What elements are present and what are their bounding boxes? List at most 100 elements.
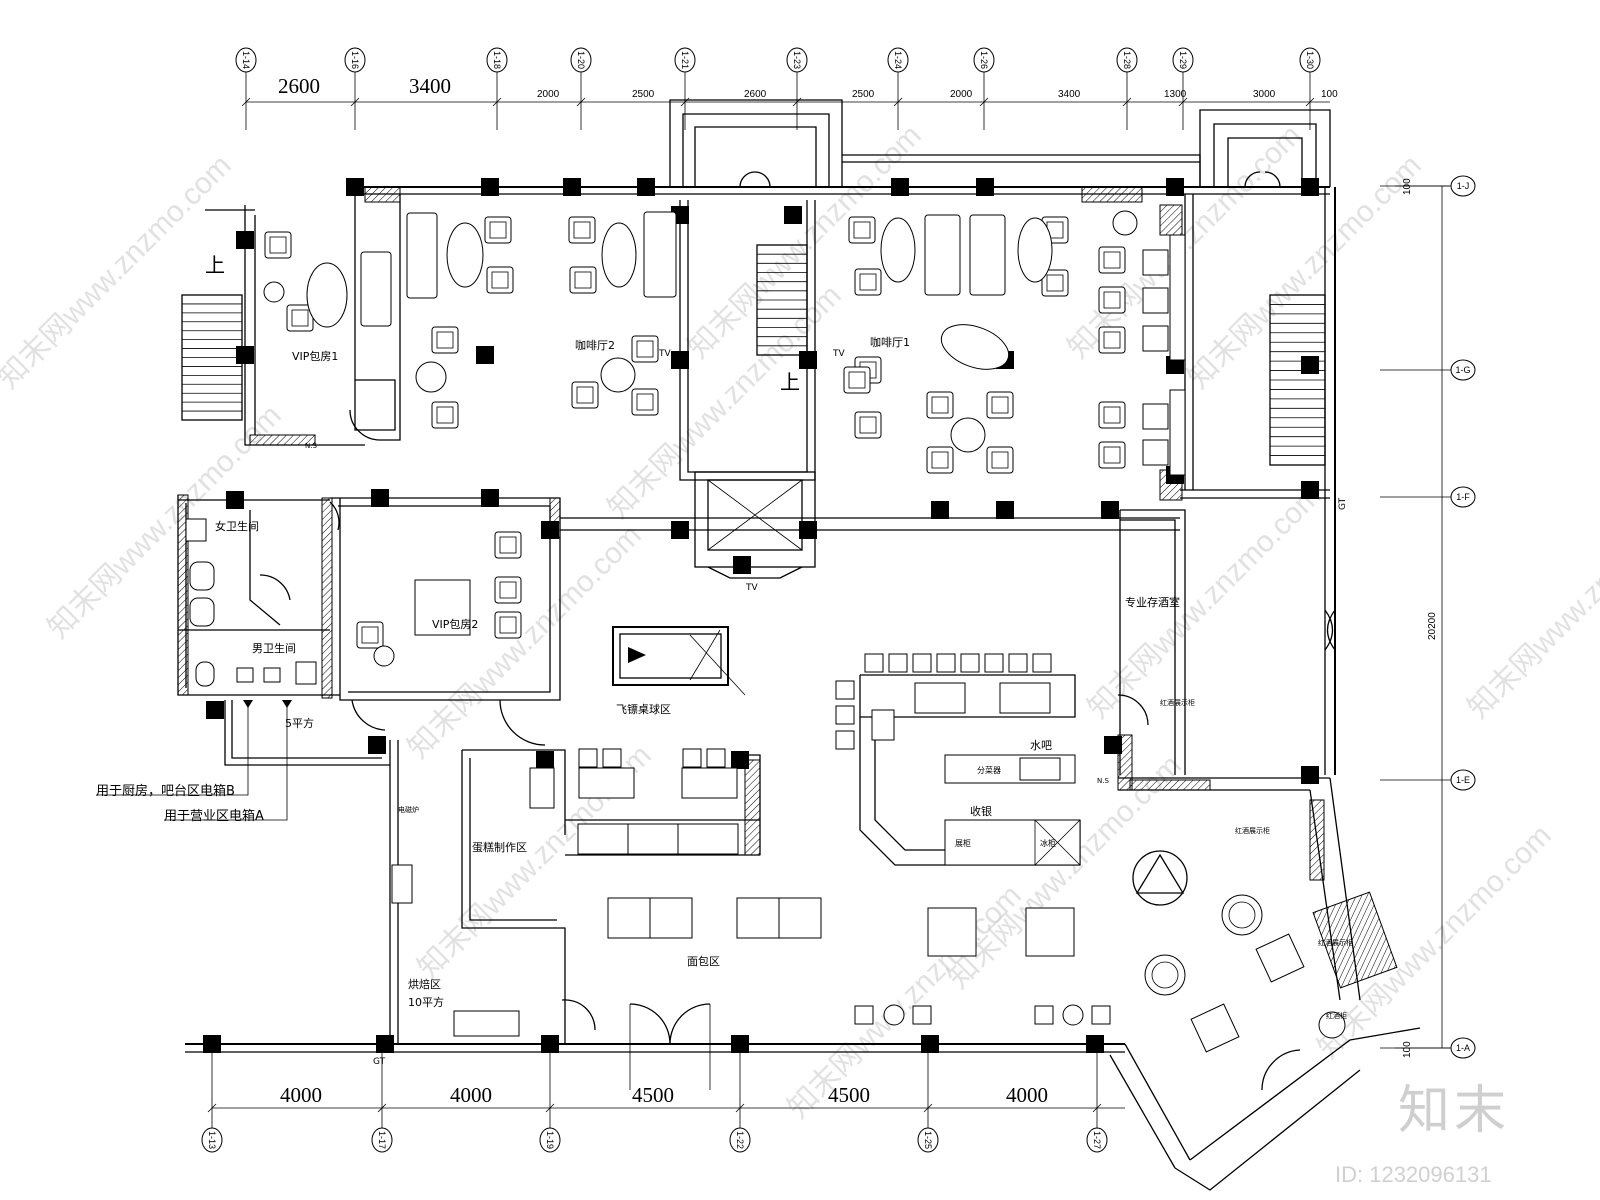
armchair xyxy=(494,611,522,639)
label-ns-1: N.S xyxy=(305,442,317,450)
grid-marker-top: 1-23 xyxy=(786,47,808,130)
armchair xyxy=(986,446,1014,474)
grid-marker-top: 1-14 xyxy=(235,47,257,130)
label-fridge: 冰柜 xyxy=(1040,838,1056,848)
svg-text:1-21: 1-21 xyxy=(680,51,690,69)
svg-text:1-20: 1-20 xyxy=(576,51,586,69)
grid-marker-bottom: 1-19 xyxy=(539,1044,561,1153)
grid-marker-top: 1-29 xyxy=(1172,47,1194,130)
stool xyxy=(1091,1005,1111,1025)
stool xyxy=(835,705,855,725)
label-up-left: 上 xyxy=(205,253,225,277)
column xyxy=(799,351,817,369)
column xyxy=(1301,178,1319,196)
label-coffee2: 咖啡厅2 xyxy=(575,338,615,352)
stool xyxy=(602,748,622,768)
dim-top-10: 3000 xyxy=(1253,89,1276,100)
grid-marker-bottom: 1-27 xyxy=(1086,1044,1108,1153)
svg-text:1-17: 1-17 xyxy=(377,1131,387,1149)
svg-text:1-A: 1-A xyxy=(1456,1043,1470,1053)
dim-top-1: 2600 xyxy=(278,74,320,98)
label-cabinet-1: 红酒展示柜 xyxy=(1160,698,1195,707)
grid-marker-top: 1-18 xyxy=(486,47,508,130)
stool xyxy=(1034,1005,1054,1025)
column xyxy=(1301,481,1319,499)
grid-marker-top: 1-30 xyxy=(1299,47,1321,130)
label-cake: 蛋糕制作区 xyxy=(472,840,527,854)
column xyxy=(996,501,1014,519)
column xyxy=(206,701,224,719)
dining-sets xyxy=(927,907,1075,957)
grid-marker-right: 1-A xyxy=(1380,1037,1476,1059)
svg-text:1-E: 1-E xyxy=(1456,775,1470,785)
brand-id: ID: 1232096131 xyxy=(1335,1162,1492,1187)
grid-marker-bottom: 1-22 xyxy=(729,1044,751,1153)
column xyxy=(1301,766,1319,784)
stool xyxy=(835,730,855,750)
dim-right-2: 20200 xyxy=(1427,612,1438,640)
armchair xyxy=(486,266,514,294)
label-tv-1: TV xyxy=(658,349,671,359)
stool xyxy=(854,1005,874,1025)
label-women-wc: 女卫生间 xyxy=(215,519,259,533)
label-up-center: 上 xyxy=(780,370,800,394)
label-cashier: 收银 xyxy=(970,804,992,818)
stairs-right xyxy=(1269,294,1326,466)
room-labels: VIP包房1 咖啡厅2 咖啡厅1 女卫生间 男卫生间 VIP包房2 飞镖桌球区 … xyxy=(215,335,1180,1009)
column xyxy=(481,178,499,196)
dim-top-7: 2000 xyxy=(950,89,973,100)
stool xyxy=(682,748,702,768)
grid-marker-bottom: 1-13 xyxy=(201,1044,223,1153)
grid-marker-right: 1-G xyxy=(1380,359,1476,381)
column xyxy=(368,736,386,754)
label-tv-2: TV xyxy=(832,349,845,359)
svg-text:1-24: 1-24 xyxy=(893,51,903,69)
column xyxy=(346,178,364,196)
stool xyxy=(706,748,726,768)
svg-text:1-18: 1-18 xyxy=(492,51,502,69)
armchair xyxy=(356,621,384,649)
column xyxy=(921,1035,939,1053)
armchair xyxy=(1098,401,1126,429)
column xyxy=(1101,501,1119,519)
armchair xyxy=(631,335,659,363)
label-cabinet-2: 红酒展示柜 xyxy=(1235,826,1270,835)
armchair xyxy=(264,231,292,259)
doors xyxy=(259,171,1336,1091)
column xyxy=(226,491,244,509)
column xyxy=(203,1035,221,1053)
armchair xyxy=(1098,441,1126,469)
stool xyxy=(984,653,1004,673)
label-five-sqm: 5平方 xyxy=(285,716,314,730)
svg-text:1-13: 1-13 xyxy=(207,1131,217,1149)
dim-bottom-1: 4000 xyxy=(280,1083,322,1107)
column xyxy=(536,751,554,769)
grid-marker-top: 1-24 xyxy=(887,47,909,130)
armchair xyxy=(848,216,876,244)
armchair xyxy=(568,216,596,244)
label-vip2: VIP包房2 xyxy=(432,618,478,631)
svg-text:1-14: 1-14 xyxy=(241,51,251,69)
svg-text:1-G: 1-G xyxy=(1455,365,1470,375)
grid-marker-top: 1-21 xyxy=(674,47,696,130)
svg-text:1-22: 1-22 xyxy=(735,1131,745,1149)
furniture-square-tables xyxy=(414,234,1305,1053)
armchair xyxy=(1098,246,1126,274)
armchair xyxy=(569,266,597,294)
svg-text:1-26: 1-26 xyxy=(979,51,989,69)
armchair xyxy=(431,326,459,354)
armchair xyxy=(926,446,954,474)
svg-text:1-25: 1-25 xyxy=(923,1131,933,1149)
svg-text:1-27: 1-27 xyxy=(1092,1131,1102,1149)
column xyxy=(481,489,499,507)
hatched-walls xyxy=(177,186,1398,989)
armchair xyxy=(494,576,522,604)
grid-marker-bottom: 1-25 xyxy=(917,1044,939,1153)
bar-stools xyxy=(578,653,1111,1025)
column xyxy=(1166,178,1184,196)
label-darts: 飞镖桌球区 xyxy=(616,702,671,716)
armchair xyxy=(854,268,882,296)
label-coffee1: 咖啡厅1 xyxy=(870,335,910,349)
